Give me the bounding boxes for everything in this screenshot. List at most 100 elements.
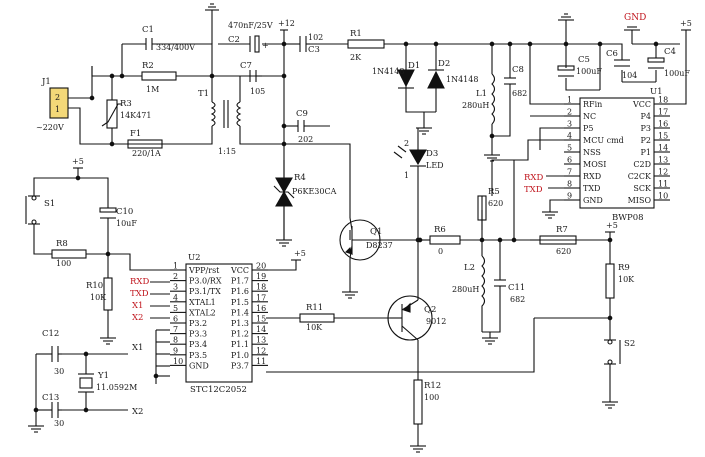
f1-label: F1: [130, 129, 141, 139]
capacitor-c8: C8 682: [504, 65, 527, 98]
u1-pin-name: MCU cmd: [583, 136, 624, 145]
u1-pin-number: 9: [567, 192, 572, 201]
u2-pin-number: 16: [256, 304, 266, 313]
u2-right-pins: 20VCC19P1.718P1.617P1.516P1.415P1.314P1.…: [230, 262, 268, 370]
tvs-r4: R4 P6KE30CA: [273, 173, 337, 207]
transformer-t1: T1 1:15: [198, 89, 242, 156]
svg-text:+: +: [262, 41, 269, 50]
u1-rxd-net: RXD: [524, 173, 543, 183]
diode-d1: D1 1N4148: [372, 61, 420, 94]
r3-value: 14K471: [120, 111, 151, 120]
capacitor-c5: C5 100uF: [557, 55, 602, 77]
u1-pin-number: 5: [567, 144, 572, 153]
l1-value: 280uH: [462, 101, 489, 110]
r6-label: R6: [434, 225, 446, 235]
q2-value: 9012: [426, 317, 446, 326]
r11-value: 10K: [306, 323, 323, 332]
inductor-l1: L1 280uH: [462, 73, 496, 125]
u1-pin-name: SCK: [633, 184, 652, 193]
t1-label: T1: [198, 89, 209, 99]
u1-pin-number: 13: [658, 156, 668, 165]
ground-u1: [542, 211, 558, 219]
u2-x1-net: X1: [132, 301, 143, 311]
u2-pin-name: P3.4: [189, 340, 207, 349]
u1-pin-number: 3: [567, 120, 572, 129]
plus5-top-label: +5: [680, 19, 692, 28]
u2-pin-name: P1.2: [231, 330, 249, 339]
plus5-s1-label: +5: [72, 157, 84, 166]
capacitor-c13: C13 30: [42, 393, 64, 428]
u2-pin-name: VPP/rst: [188, 266, 220, 275]
x2-net-label: X2: [132, 407, 143, 417]
u1-pin-name: P3: [641, 124, 651, 133]
c7-label: C7: [240, 61, 252, 71]
u2-pin-number: 15: [256, 315, 266, 324]
u2-pin-number: 3: [173, 283, 178, 292]
c2-label: C2: [228, 35, 240, 45]
u2-pin-number: 6: [173, 315, 178, 324]
u2-pin-number: 13: [256, 336, 266, 345]
r8-value: 100: [56, 259, 71, 268]
u2-pin-name: VCC: [230, 266, 249, 275]
r5-label: R5: [488, 187, 500, 197]
capacitor-c7: C7 105: [240, 61, 265, 96]
y1-value: 11.0592M: [96, 383, 137, 392]
r1-value: 2K: [350, 53, 362, 62]
d1-label: D1: [408, 61, 420, 71]
plus5-u2-label: +5: [294, 249, 306, 258]
u2-pin-number: 14: [256, 325, 266, 334]
u1-pin-number: 11: [658, 180, 668, 189]
u1-pin-name: GND: [583, 196, 603, 205]
u1-pin-name: P4: [641, 112, 651, 121]
r12-label: R12: [424, 381, 441, 391]
gnd-label: GND: [624, 13, 646, 23]
u1-pin-number: 6: [567, 156, 572, 165]
r9-label: R9: [618, 263, 630, 273]
c6-value: 104: [622, 71, 637, 80]
varistor-r3: R3 14K471: [101, 99, 151, 129]
r10-label: R10: [86, 281, 103, 291]
j1-pin1: 1: [55, 105, 60, 114]
ground-tvs: [276, 239, 292, 247]
fuse-f1: F1 220/1A: [127, 129, 163, 158]
capacitor-c11: C11 682: [494, 279, 525, 304]
s1-label: S1: [44, 199, 55, 209]
u2-pin-number: 2: [173, 272, 178, 281]
c4-label: C4: [664, 47, 676, 57]
u2-pin-name: P1.5: [231, 298, 249, 307]
t1-value: 1:15: [218, 147, 236, 156]
plus5-r9-label: +5: [606, 221, 618, 230]
u1-pin-name: MOSI: [583, 160, 606, 169]
capacitor-c1: C1 334/400V: [142, 25, 195, 52]
resistor-r9: R9 10K: [605, 263, 635, 299]
u2-pin-number: 17: [256, 293, 266, 302]
d3-pin2: 2: [404, 139, 409, 148]
u1-pin-name: P1: [641, 148, 651, 157]
r9-value: 10K: [618, 275, 635, 284]
u1-pin-number: 8: [567, 180, 572, 189]
resistor-r10: R10 10K: [86, 277, 113, 311]
d3-pin1: 1: [404, 171, 409, 180]
capacitor-c12: C12 30: [42, 329, 64, 376]
c6-label: C6: [606, 49, 618, 59]
u2-pin-name: P1.6: [231, 287, 249, 296]
r8-label: R8: [56, 239, 68, 249]
switch-s2: S2: [604, 339, 635, 365]
r5-value: 620: [488, 199, 503, 208]
u1-pin-number: 15: [658, 132, 668, 141]
u2-pin-name: P1.4: [231, 308, 249, 317]
u1-txd-net: TXD: [524, 185, 543, 195]
c5-label: C5: [578, 55, 590, 65]
u2-pin-number: 1: [173, 262, 178, 271]
f1-value: 220/1A: [132, 149, 161, 158]
u2-pin-number: 18: [256, 283, 266, 292]
c13-value: 30: [54, 419, 64, 428]
r10-value: 10K: [90, 293, 107, 302]
u1-pin-name: RFin: [583, 100, 602, 109]
r6-value: 0: [438, 247, 443, 256]
c11-value: 682: [510, 295, 525, 304]
power-plus5-top: +5: [680, 19, 692, 31]
r7-label: R7: [556, 225, 568, 235]
